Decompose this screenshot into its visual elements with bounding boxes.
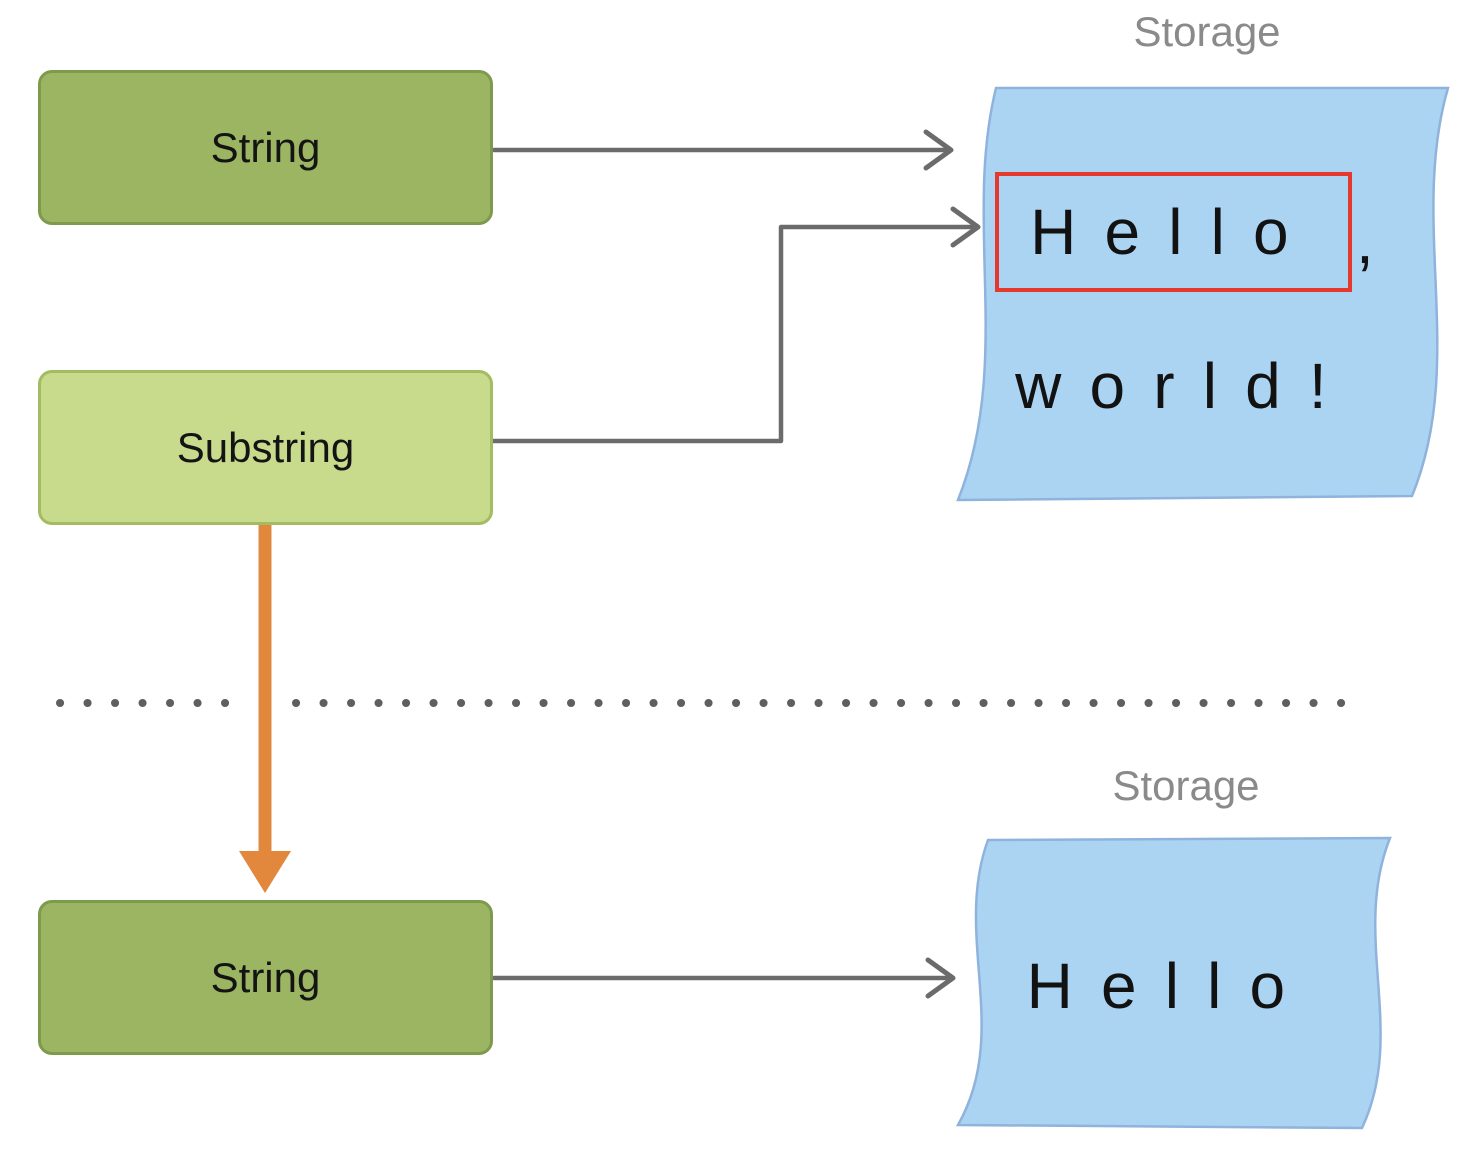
storage-top-comma: , <box>1356 205 1402 277</box>
storage-top-title: Storage <box>1133 8 1281 55</box>
storage-top-shape <box>956 86 1450 502</box>
arrow-string-top-to-storage <box>491 129 954 171</box>
node-substring: Substring <box>38 370 493 525</box>
arrow-string-bottom-to-storage <box>491 957 956 999</box>
substring-highlight-box: Hello <box>995 172 1352 292</box>
node-substring-label: Substring <box>176 423 355 471</box>
arrow-substring-to-hello <box>490 206 981 444</box>
storage-top-line1: Hello , <box>995 172 1402 292</box>
storage-top-hello-text: Hello <box>1030 196 1317 268</box>
arrow-substring-to-string-orange <box>239 523 291 893</box>
node-string-bottom: String <box>38 900 493 1055</box>
storage-bottom-title: Storage <box>1112 762 1260 809</box>
node-string-top-label: String <box>210 123 321 171</box>
storage-top-line2: world! <box>1015 349 1355 422</box>
node-string-top: String <box>38 70 493 225</box>
node-string-bottom-label: String <box>210 953 321 1001</box>
storage-bottom-shape <box>955 836 1392 1130</box>
storage-bottom-line1: Hello <box>1026 949 1314 1022</box>
